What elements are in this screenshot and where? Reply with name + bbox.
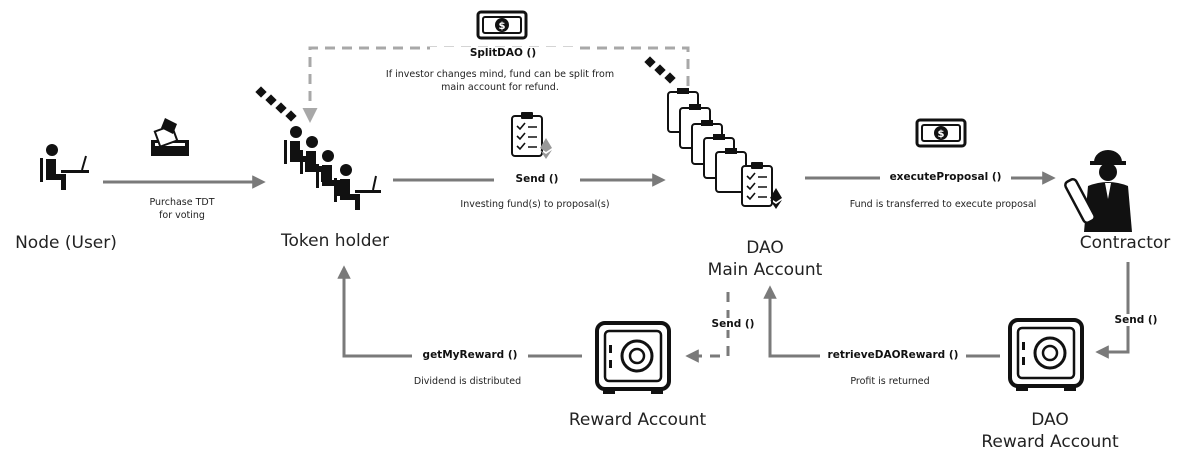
checklist-ether-icon: [644, 56, 782, 209]
execute-proposal-function-label: executeProposal (): [880, 171, 1011, 183]
retrieve-dao-reward-desc: Profit is returned: [850, 376, 930, 387]
edge-retrieve-arrow: [763, 285, 1000, 358]
send-contractor-function-label: Send (): [1103, 314, 1169, 326]
node-user-label: Node (User): [15, 233, 117, 253]
safe-vault-icon: [595, 321, 671, 396]
dao-reward-account-label-line2: Reward Account: [981, 432, 1119, 452]
reward-account-label: Reward Account: [568, 410, 707, 430]
execute-proposal-desc: Fund is transferred to execute proposal: [849, 199, 1037, 210]
split-dao-desc-line2: main account for refund.: [441, 82, 559, 93]
purchase-desc-line2: for voting: [159, 210, 205, 221]
voting-ballot-icon: [151, 118, 189, 156]
edge-send-contractor-arrow: [1095, 262, 1130, 359]
send-invest-function-label: Send (): [494, 173, 580, 185]
dao-main-account-label-line1: DAO: [746, 238, 784, 258]
edge-send-reward-arrow: [685, 292, 730, 363]
send-reward-function-label: Send (): [700, 318, 766, 330]
user-at-desk-icon: [40, 144, 89, 190]
get-my-reward-desc: Dividend is distributed: [413, 376, 522, 387]
split-dao-function-label: SplitDAO (): [430, 47, 576, 59]
token-holder-label: Token holder: [281, 231, 389, 251]
retrieve-dao-reward-function-label: retrieveDAOReward (): [820, 349, 966, 361]
token-holders-icon: [255, 86, 381, 210]
get-my-reward-function-label: getMyReward (): [412, 349, 528, 361]
send-invest-desc: Investing fund(s) to proposal(s): [460, 199, 610, 210]
checklist-ether-icon: [511, 111, 552, 159]
contractor-label: Contractor: [1079, 233, 1171, 253]
dao-main-account-label-line2: Main Account: [707, 260, 823, 280]
money-bill-icon: [915, 118, 967, 148]
edge-get-reward-arrow: [337, 265, 582, 358]
contractor-engineer-icon: [1064, 150, 1132, 232]
dao-reward-account-label-line1: DAO: [1031, 410, 1069, 430]
split-dao-desc-line1: If investor changes mind, fund can be sp…: [385, 69, 615, 80]
safe-vault-icon: [1008, 318, 1084, 393]
purchase-desc-line1: Purchase TDT: [149, 197, 215, 208]
money-bill-icon: [476, 10, 528, 40]
